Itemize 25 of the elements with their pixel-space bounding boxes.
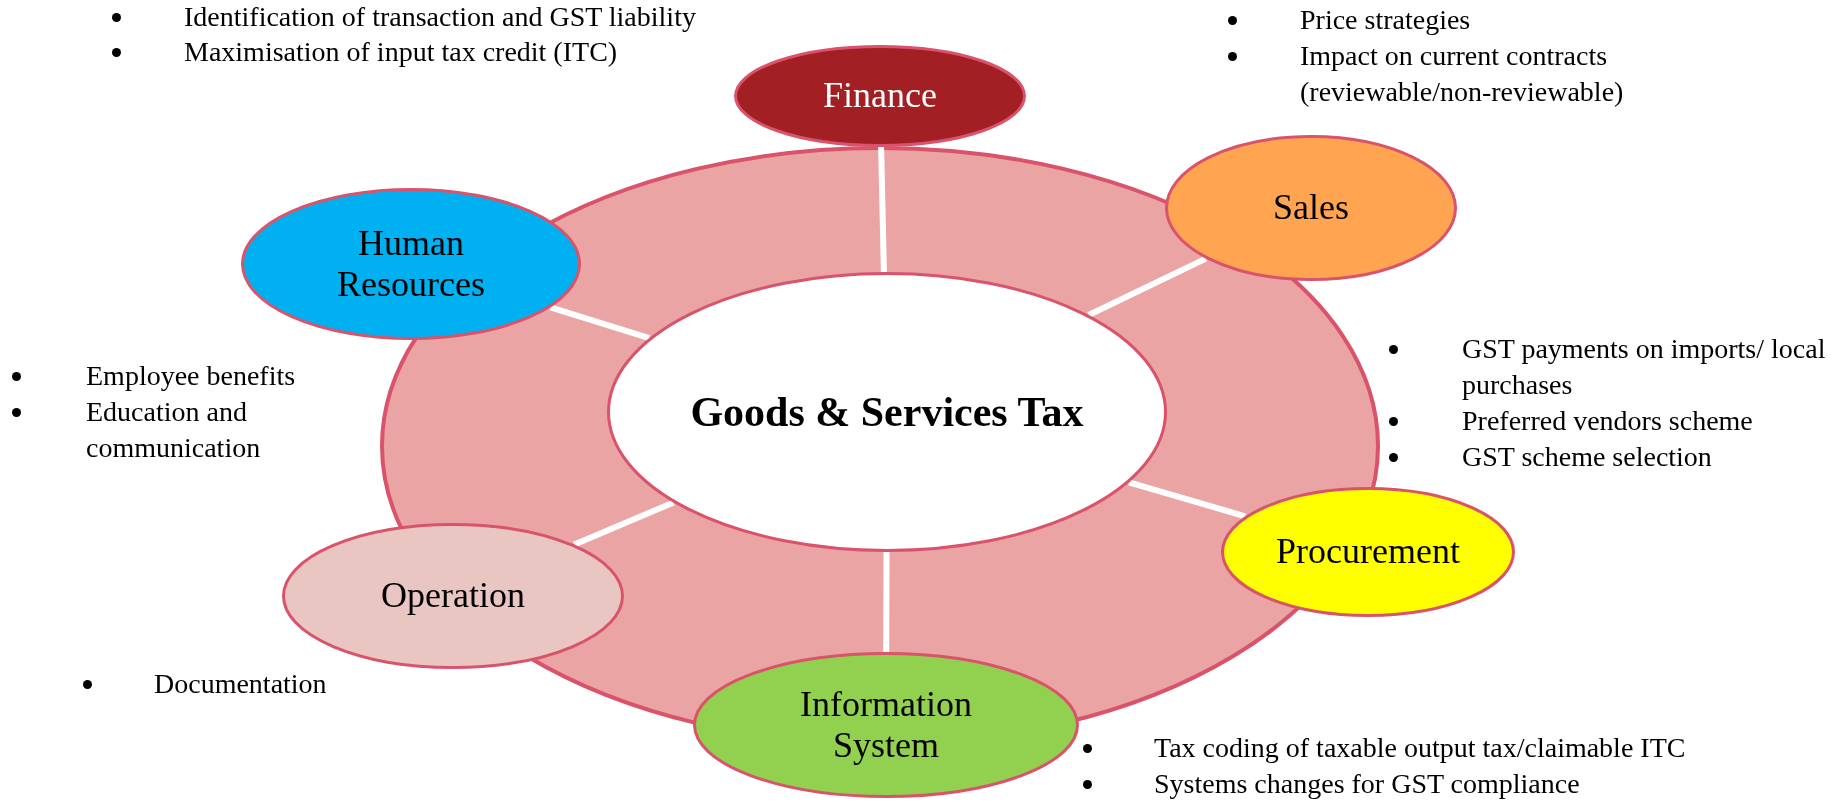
node-label: Procurement <box>1276 531 1460 573</box>
central-title: Goods & Services Tax <box>690 387 1084 437</box>
node-label: Sales <box>1273 187 1349 229</box>
bullet-text: Maximisation of input tax credit (ITC) <box>184 35 619 69</box>
connector-line <box>883 552 890 652</box>
connector-line <box>878 146 887 273</box>
connector-line <box>1128 479 1247 520</box>
node-label: Operation <box>381 575 525 617</box>
node-label: Human Resources <box>336 222 486 306</box>
bullet-text: Preferred vendors scheme <box>1462 404 1754 438</box>
node-label: Information System <box>799 683 973 767</box>
connector-line <box>1087 255 1208 318</box>
bullet-text: Impact on current contracts (reviewable/non-reviewable) <box>1300 39 1625 109</box>
bullet-text: GST scheme selection <box>1462 440 1713 474</box>
bullet-text: Price strategies <box>1300 3 1472 37</box>
node-label: Finance <box>823 75 937 117</box>
bullet-text: Education and communication <box>86 395 262 465</box>
bullet-text: Systems changes for GST compliance <box>1154 767 1581 801</box>
bullet-text: Employee benefits <box>86 359 297 393</box>
bullet-text: Documentation <box>154 667 328 701</box>
bullet-text: Identification of transaction and GST liability <box>184 0 697 34</box>
bullet-text: Tax coding of taxable output tax/claimable ITC <box>1154 731 1687 765</box>
connector-line <box>549 304 651 341</box>
connector-line <box>573 499 675 548</box>
bullet-text: GST payments on imports/ local purchases <box>1462 332 1827 402</box>
